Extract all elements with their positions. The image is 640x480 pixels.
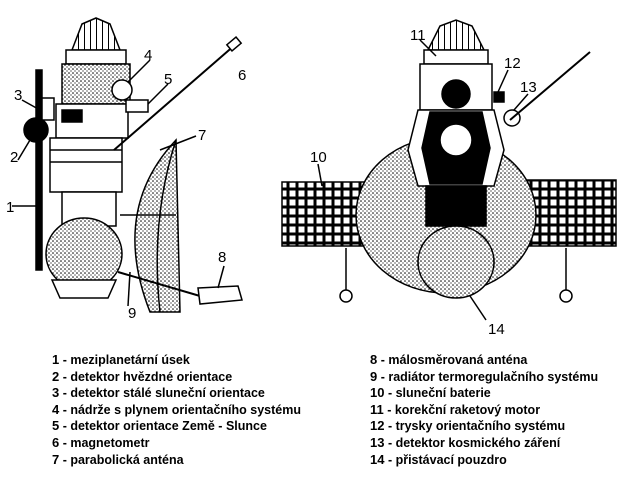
legend-item: 10 - sluneční baterie — [370, 385, 598, 402]
legend-item-text: - korekční raketový motor — [383, 402, 541, 417]
legend-item-text: - přistávací pouzdro — [384, 452, 507, 467]
legend-item: 5 - detektor orientace Země - Slunce — [52, 418, 301, 435]
legend-item-text: - radiátor termoregulačního systému — [377, 369, 599, 384]
magnetometer-boom — [113, 43, 237, 151]
legend-item: 4 - nádrže s plynem orientačního systému — [52, 402, 301, 419]
legend-item-text: - detektor kosmického záření — [384, 435, 561, 450]
legend-item: 12 - trysky orientačního systému — [370, 418, 598, 435]
legend-item-text: - sluneční baterie — [384, 386, 491, 401]
legend-item-text: - magnetometr — [59, 435, 150, 450]
callout-12: 12 — [504, 55, 521, 72]
callout-2: 2 — [10, 149, 18, 166]
legend-item-number: 13 — [370, 434, 385, 450]
legend-item: 13 - detektor kosmického záření — [370, 435, 598, 452]
callout-3: 3 — [14, 87, 22, 104]
legend-item: 3 - detektor stálé sluneční orientace — [52, 385, 301, 402]
legend-item-number: 6 — [52, 434, 60, 450]
legend-item-number: 9 — [370, 368, 378, 384]
low-gain-antenna — [197, 285, 243, 305]
legend-item-number: 8 — [370, 352, 378, 367]
legend-item-number: 12 — [370, 418, 385, 434]
legend-item-number: 4 — [52, 401, 60, 417]
legend-item-number: 10 — [370, 385, 385, 401]
callout-11: 11 — [410, 27, 426, 44]
landing-capsule — [417, 225, 495, 299]
earth-sun-detector — [125, 99, 149, 113]
callout-10: 10 — [310, 149, 327, 166]
legend-item-number: 1 — [52, 352, 60, 367]
legend-item-text: - detektor hvězdné orientace — [59, 369, 233, 384]
legend-item: 7 - parabolická anténa — [52, 452, 301, 469]
callout-4: 4 — [144, 47, 152, 64]
legend-item-text: - detektor orientace Země - Slunce — [59, 419, 267, 434]
legend-item: 14 - přistávací pouzdro — [370, 452, 598, 469]
callout-6: 6 — [238, 67, 246, 84]
callout-5: 5 — [164, 71, 172, 88]
right-spacecraft — [281, 19, 617, 321]
callout-7: 7 — [198, 127, 206, 144]
legend-item-text: - detektor stálé sluneční orientace — [59, 386, 265, 401]
legend-item-number: 3 — [52, 385, 60, 401]
legend-item: 1 - meziplanetární úsek — [52, 352, 301, 369]
correction-motor — [426, 19, 486, 51]
left-spacecraft — [12, 17, 243, 313]
legend-item-number: 11 — [370, 401, 384, 417]
orientation-thrusters — [493, 91, 505, 103]
legend-item: 2 - detektor hvězdné orientace — [52, 369, 301, 386]
legend-item-number: 2 — [52, 368, 60, 384]
parabolic-antenna — [134, 138, 181, 313]
legend-item-text: - málosměrovaná anténa — [377, 353, 528, 367]
callout-8: 8 — [218, 249, 226, 266]
legend-item-text: - meziplanetární úsek — [59, 353, 190, 367]
gas-tank — [111, 79, 133, 101]
legend-item-number: 14 — [370, 451, 385, 467]
spacecraft-illustration: 1 2 3 4 5 6 7 8 9 10 11 12 13 14 — [6, 17, 617, 338]
legend-item-number: 5 — [52, 418, 60, 434]
legend-item-number: 7 — [52, 451, 60, 467]
callout-13: 13 — [520, 79, 537, 96]
legend-item-text: - trysky orientačního systému — [384, 419, 566, 434]
legend-item-text: - parabolická anténa — [59, 452, 184, 467]
legend-item: 9 - radiátor termoregulačního systému — [370, 369, 598, 386]
legend-item: 8 - málosměrovaná anténa — [370, 352, 598, 369]
left-top-cone — [70, 17, 122, 51]
callout-14: 14 — [488, 321, 505, 338]
legend-item: 6 - magnetometr — [52, 435, 301, 452]
callout-1: 1 — [6, 199, 14, 216]
callout-9: 9 — [128, 305, 136, 322]
legend-item-text: - nádrže s plynem orientačního systému — [59, 402, 301, 417]
legend-item: 11 - korekční raketový motor — [370, 402, 598, 419]
left-landing-capsule — [45, 217, 123, 291]
